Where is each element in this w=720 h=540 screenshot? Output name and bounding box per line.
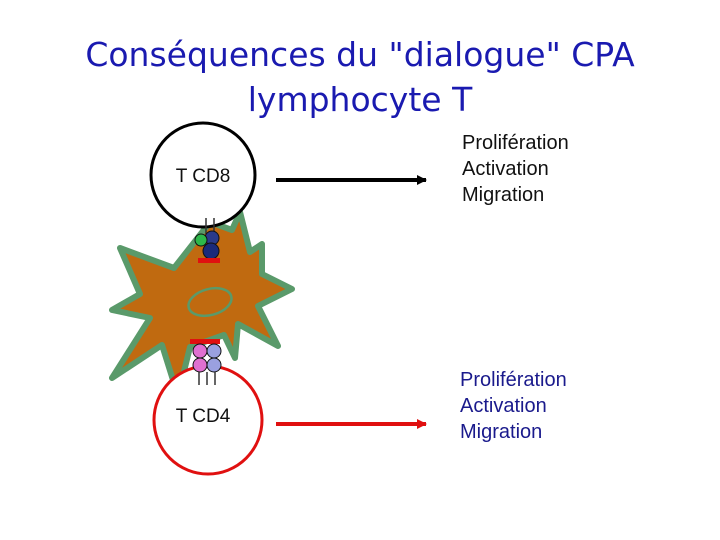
cd8-cell: [149, 121, 257, 229]
cd8-outcomes: Prolifération Activation Migration: [462, 130, 569, 208]
dendritic-cell: [109, 209, 295, 399]
cd8-receptor-complex: [194, 218, 220, 263]
slide-title: Conséquences du "dialogue" CPA lymphocyt…: [0, 32, 720, 122]
cd4-outcome-migration: Migration: [460, 421, 543, 443]
cd8-outcome-activation: Activation: [462, 158, 549, 180]
cd8-outcome-migration: Migration: [462, 184, 545, 206]
cell-nucleus: [187, 286, 233, 318]
cd4-label: T CD4: [176, 406, 231, 427]
cd8-outcome-proliferation: Prolifération: [462, 132, 569, 154]
cd4-outcome-activation: Activation: [460, 395, 547, 417]
cd4-receptor-complex: [190, 339, 222, 385]
cd4-outcomes: Prolifération Activation Migration: [460, 367, 567, 445]
cd4-outcome-proliferation: Prolifération: [460, 369, 567, 391]
title-line-2: lymphocyte T: [247, 80, 473, 119]
title-line-1: Conséquences du "dialogue" CPA: [85, 35, 635, 74]
cd8-label: T CD8: [176, 166, 231, 187]
